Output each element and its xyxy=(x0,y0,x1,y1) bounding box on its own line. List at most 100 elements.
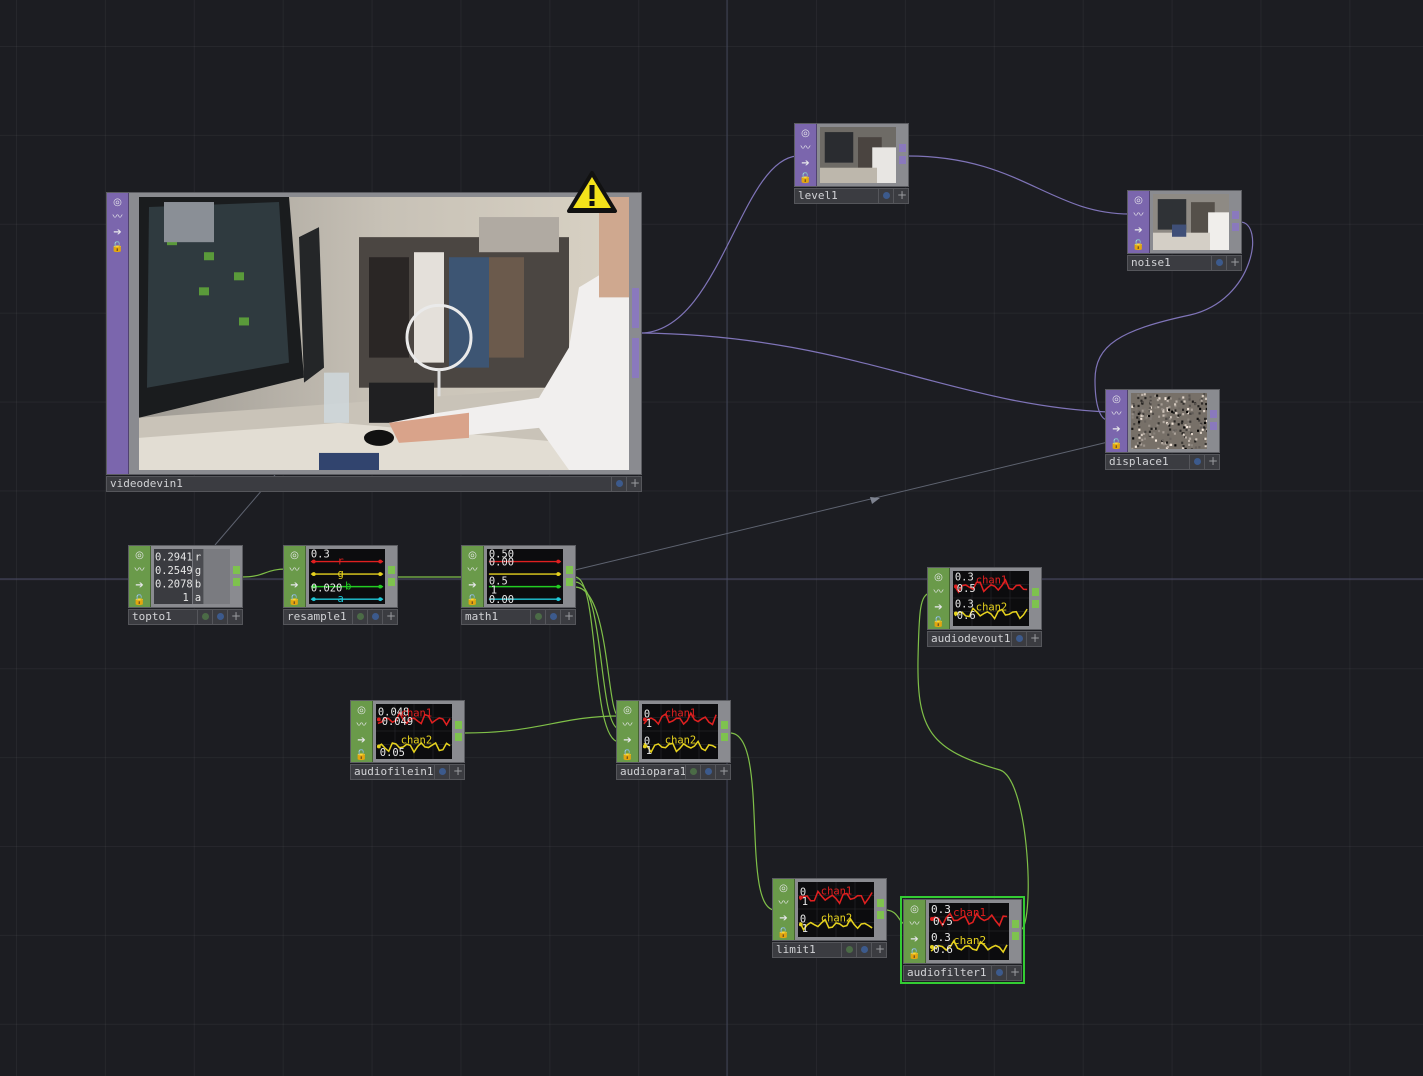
viewer-toggle-icon[interactable] xyxy=(545,610,560,624)
node-viewer-thumbnail[interactable] xyxy=(1153,194,1229,250)
output-port[interactable] xyxy=(1232,211,1239,219)
expand-icon[interactable] xyxy=(626,477,641,491)
bypass-flag-icon[interactable]: ➔ xyxy=(779,913,788,924)
viewer-flag-icon[interactable]: ◎ xyxy=(1134,195,1143,206)
wire-topto1-resample1[interactable] xyxy=(241,568,288,578)
viewer-toggle-icon[interactable] xyxy=(212,610,227,624)
node-displace1[interactable]: ◎ 〰 ➔ 🔓 displace1 xyxy=(1105,389,1220,470)
node-resample1[interactable]: ◎ 〰 ➔ 🔓 0.3 0.020 r g xyxy=(283,545,398,625)
lock-flag-icon[interactable]: 🔓 xyxy=(777,928,790,939)
viewer-flag-icon[interactable]: ◎ xyxy=(910,904,919,915)
bypass-flag-icon[interactable]: ➔ xyxy=(801,158,810,169)
node-viewer-channels[interactable]: 0.50 0.00 0.5 1 0.00 xyxy=(487,549,563,604)
output-port[interactable] xyxy=(1012,932,1019,940)
bypass-flag-icon[interactable]: ➔ xyxy=(357,735,366,746)
output-port[interactable] xyxy=(455,721,462,729)
wire-videodevin1-displace1[interactable] xyxy=(639,332,1109,413)
output-port[interactable] xyxy=(233,566,240,574)
output-port[interactable] xyxy=(1210,410,1217,418)
node-label[interactable]: limit1 xyxy=(772,942,887,958)
bypass-flag-icon[interactable]: ➔ xyxy=(1112,424,1121,435)
viewer-flag-icon[interactable]: ◎ xyxy=(623,705,632,716)
node-label[interactable]: displace1 xyxy=(1105,454,1220,470)
node-viewer-audio[interactable]: 0.048 0.049 0.05 chan1 chan2 xyxy=(376,704,452,759)
bypass-flag-icon[interactable]: ➔ xyxy=(468,580,477,591)
lock-flag-icon[interactable]: 🔓 xyxy=(288,595,301,606)
node-label[interactable]: audiofilein1 xyxy=(350,764,465,780)
output-port[interactable] xyxy=(1012,920,1019,928)
cook-flag-icon[interactable]: 〰 xyxy=(1111,409,1122,420)
expand-icon[interactable] xyxy=(449,765,464,779)
viewer-flag-icon[interactable]: ◎ xyxy=(934,572,943,583)
output-port[interactable] xyxy=(1032,588,1039,596)
node-noise1[interactable]: ◎ 〰 ➔ 🔓 noise1 xyxy=(1127,190,1242,271)
cook-flag-icon[interactable]: 〰 xyxy=(778,898,789,909)
display-flag-icon[interactable] xyxy=(685,765,700,779)
lock-flag-icon[interactable]: 🔓 xyxy=(908,949,921,960)
wire-math1-audiopara1-c[interactable] xyxy=(574,586,620,718)
node-viewer-audio[interactable]: 0 1 0 1 chan1 chan2 xyxy=(642,704,718,759)
viewer-flag-icon[interactable]: ◎ xyxy=(801,128,810,139)
viewer-toggle-icon[interactable] xyxy=(611,477,626,491)
expand-icon[interactable] xyxy=(871,943,886,957)
lock-flag-icon[interactable]: 🔓 xyxy=(932,617,945,628)
display-flag-icon[interactable] xyxy=(530,610,545,624)
output-port[interactable] xyxy=(388,578,395,586)
output-port[interactable] xyxy=(877,899,884,907)
output-port[interactable] xyxy=(566,566,573,574)
output-port[interactable] xyxy=(1210,422,1217,430)
lock-flag-icon[interactable]: 🔓 xyxy=(133,595,146,606)
node-label[interactable]: audiofilter1 xyxy=(903,965,1022,981)
wire-level1-noise1[interactable] xyxy=(907,155,1131,215)
cook-flag-icon[interactable]: 〰 xyxy=(134,565,145,576)
cook-flag-icon[interactable]: 〰 xyxy=(622,720,633,731)
expand-icon[interactable] xyxy=(1006,966,1021,980)
wire-math1-audiopara1-a[interactable] xyxy=(574,576,620,743)
node-viewer-video[interactable] xyxy=(139,197,629,470)
output-port[interactable] xyxy=(899,144,906,152)
node-math1[interactable]: ◎ 〰 ➔ 🔓 0.50 0.00 0.5 1 xyxy=(461,545,576,625)
viewer-toggle-icon[interactable] xyxy=(1011,632,1026,646)
node-label[interactable]: audiopara1 xyxy=(616,764,731,780)
viewer-flag-icon[interactable]: ◎ xyxy=(135,550,144,561)
node-label[interactable]: audiodevout1 xyxy=(927,631,1042,647)
bypass-flag-icon[interactable]: ➔ xyxy=(910,934,919,945)
lock-flag-icon[interactable]: 🔓 xyxy=(799,173,812,184)
viewer-toggle-icon[interactable] xyxy=(878,189,893,203)
node-level1[interactable]: ◎ 〰 ➔ 🔓 level1 xyxy=(794,123,909,204)
viewer-toggle-icon[interactable] xyxy=(1211,256,1226,270)
cook-flag-icon[interactable]: 〰 xyxy=(1133,210,1144,221)
expand-icon[interactable] xyxy=(1226,256,1241,270)
viewer-toggle-icon[interactable] xyxy=(1189,455,1204,469)
lock-flag-icon[interactable]: 🔓 xyxy=(621,750,634,761)
node-audiodevout1[interactable]: ◎ 〰 ➔ 🔓 0.3 0.5 0.3 0.6 chan1 chan2 xyxy=(927,567,1042,647)
output-port[interactable] xyxy=(632,288,639,328)
expand-icon[interactable] xyxy=(715,765,730,779)
node-viewer-thumbnail[interactable] xyxy=(1131,393,1207,449)
node-audiofilein1[interactable]: ◎ 〰 ➔ 🔓 0.048 0.049 0.05 chan1 chan2 a xyxy=(350,700,465,780)
node-label[interactable]: resample1 xyxy=(283,609,398,625)
display-flag-icon[interactable] xyxy=(197,610,212,624)
viewer-toggle-icon[interactable] xyxy=(991,966,1006,980)
node-audiopara1[interactable]: ◎ 〰 ➔ 🔓 0 1 0 1 chan1 chan2 xyxy=(616,700,731,780)
node-label[interactable]: noise1 xyxy=(1127,255,1242,271)
node-viewer-audio[interactable]: 0.3 0.5 0.3 0.6 chan1 chan2 xyxy=(929,903,1009,960)
node-limit1[interactable]: ◎ 〰 ➔ 🔓 0 1 0 1 chan1 chan2 xyxy=(772,878,887,958)
wire-audiofilein1-audiopara1[interactable] xyxy=(463,715,620,734)
display-flag-icon[interactable] xyxy=(841,943,856,957)
output-port[interactable] xyxy=(877,911,884,919)
expand-icon[interactable] xyxy=(382,610,397,624)
viewer-toggle-icon[interactable] xyxy=(700,765,715,779)
cook-flag-icon[interactable]: 〰 xyxy=(800,143,811,154)
viewer-flag-icon[interactable]: ◎ xyxy=(357,705,366,716)
viewer-toggle-icon[interactable] xyxy=(856,943,871,957)
viewer-flag-icon[interactable]: ◎ xyxy=(113,197,122,208)
node-viewer-audio[interactable]: 0 1 0 1 chan1 chan2 xyxy=(798,882,874,937)
node-viewer-thumbnail[interactable] xyxy=(820,127,896,183)
node-label[interactable]: topto1 xyxy=(128,609,243,625)
viewer-flag-icon[interactable]: ◎ xyxy=(779,883,788,894)
cook-flag-icon[interactable]: 〰 xyxy=(112,212,123,223)
output-port[interactable] xyxy=(721,733,728,741)
bypass-flag-icon[interactable]: ➔ xyxy=(135,580,144,591)
cook-flag-icon[interactable]: 〰 xyxy=(289,565,300,576)
